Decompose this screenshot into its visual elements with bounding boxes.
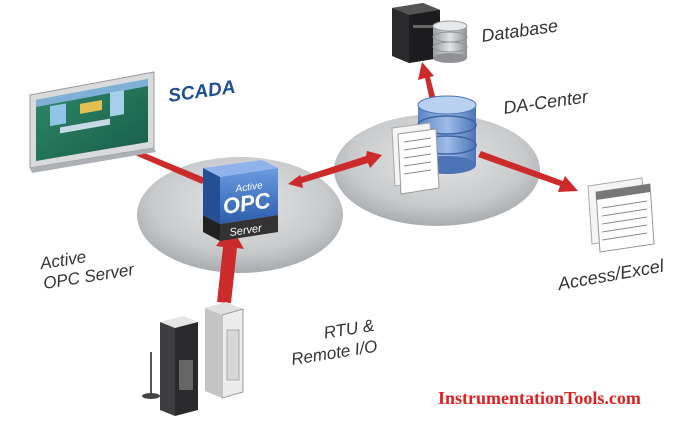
watermark-text: InstrumentationTools.com — [438, 388, 641, 408]
opc-active-text: Active — [234, 180, 264, 195]
arrow-rtu-to-opc — [216, 226, 244, 303]
arrow-dacenter-opc — [288, 151, 382, 188]
database-server — [392, 3, 440, 63]
arrow-dacenter-to-access — [478, 151, 578, 192]
arrow-dacenter-to-database — [418, 62, 436, 101]
rtu-devices — [142, 302, 244, 416]
opc-server-text: Server — [229, 222, 264, 239]
database-cylinders — [432, 20, 468, 63]
scada-monitor — [29, 71, 156, 173]
dacenter-documents — [391, 122, 440, 195]
access-excel-documents — [587, 177, 655, 253]
opc-server-box: Active OPC Server — [203, 160, 278, 241]
